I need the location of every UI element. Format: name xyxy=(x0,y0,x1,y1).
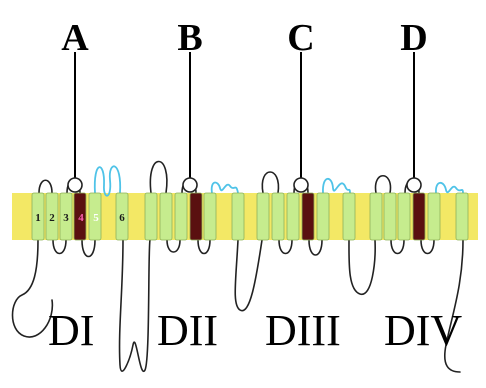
div-pore-loop xyxy=(435,181,464,194)
segment-number-5: 5 xyxy=(93,212,99,224)
pointer-letters: A B C D xyxy=(61,17,427,59)
pore-loops-group xyxy=(93,165,464,197)
di-dii-linker xyxy=(118,239,151,373)
domain-label-div: DIV xyxy=(384,306,462,355)
di-segment-s1-helix xyxy=(31,192,45,241)
domain-labels: DI DII DIII DIV xyxy=(48,306,462,355)
site-marker-c xyxy=(293,177,309,193)
di-loop-4-5 xyxy=(81,239,96,258)
diii-segment-s6-helix xyxy=(342,192,356,241)
pointer-circles xyxy=(67,177,422,193)
dii-segment-s2-helix xyxy=(159,192,173,241)
domain-label-dii: DII xyxy=(157,306,218,355)
segment-number-1: 1 xyxy=(35,212,41,224)
dii-diii-linker xyxy=(234,239,263,312)
di-loop-1-2 xyxy=(38,179,53,194)
di-segment-s3-helix xyxy=(59,192,73,241)
c-terminal-tail xyxy=(444,239,464,373)
di-pore-loop xyxy=(93,165,122,197)
domain-label-diii: DIII xyxy=(265,306,341,355)
di-segment-s5-helix xyxy=(88,192,102,241)
dii-loop-1-2 xyxy=(149,160,168,194)
dii-pore-loop xyxy=(210,181,239,194)
segment-number-3: 3 xyxy=(63,212,69,224)
dii-loop-2-3 xyxy=(166,239,181,253)
site-marker-b xyxy=(182,177,198,193)
pointer-label-d: D xyxy=(400,17,427,59)
div-segment-s2-helix xyxy=(383,192,397,241)
diii-loop-1-2 xyxy=(261,171,280,194)
div-segment-s5-helix xyxy=(427,192,441,241)
di-segment-s4-helix xyxy=(73,192,87,241)
diii-segment-s1-helix xyxy=(256,192,270,241)
segment-numbers: 1 2 3 4 5 6 xyxy=(35,212,125,224)
n-terminal-tail xyxy=(11,239,54,338)
dii-segment-s4-helix xyxy=(189,192,203,241)
div-loop-4-5 xyxy=(420,239,435,255)
div-loop-1-2 xyxy=(374,175,392,194)
dii-segment-s5-helix xyxy=(203,192,217,241)
diii-loop-4-5 xyxy=(308,239,323,256)
dii-segment-s3-helix xyxy=(174,192,188,241)
site-marker-d xyxy=(406,177,422,193)
div-segment-s4-helix xyxy=(412,192,426,241)
segment-number-6: 6 xyxy=(119,212,125,224)
pointer-lines xyxy=(74,52,415,181)
di-loop-2-3 xyxy=(52,239,67,255)
diii-segment-s4-helix xyxy=(301,192,315,241)
segment-number-4: 4 xyxy=(78,212,84,224)
pointer-label-b: B xyxy=(177,17,202,59)
di-segment-s6-helix xyxy=(115,192,129,241)
loops-group xyxy=(11,160,464,373)
diii-segment-s5-helix xyxy=(316,192,330,241)
div-segment-s1-helix xyxy=(369,192,383,241)
div-loop-2-3 xyxy=(390,239,405,255)
div-segment-s3-helix xyxy=(397,192,411,241)
pointer-label-c: C xyxy=(287,17,314,59)
diii-pore-loop xyxy=(322,177,351,194)
pointer-label-a: A xyxy=(61,17,89,59)
domain-label-di: DI xyxy=(48,306,94,355)
diii-loop-2-3 xyxy=(278,239,293,255)
di-segment-s2-helix xyxy=(45,192,59,241)
dii-segment-s6-helix xyxy=(231,192,245,241)
dii-segment-s1-helix xyxy=(144,192,158,241)
diii-segment-s3-helix xyxy=(286,192,300,241)
dii-loop-4-5 xyxy=(197,239,211,255)
diii-div-linker xyxy=(348,239,376,295)
site-marker-a xyxy=(67,177,83,193)
segment-number-2: 2 xyxy=(49,212,55,224)
helices-group xyxy=(31,192,469,241)
div-segment-s6-helix xyxy=(455,192,469,241)
diii-segment-s2-helix xyxy=(271,192,285,241)
